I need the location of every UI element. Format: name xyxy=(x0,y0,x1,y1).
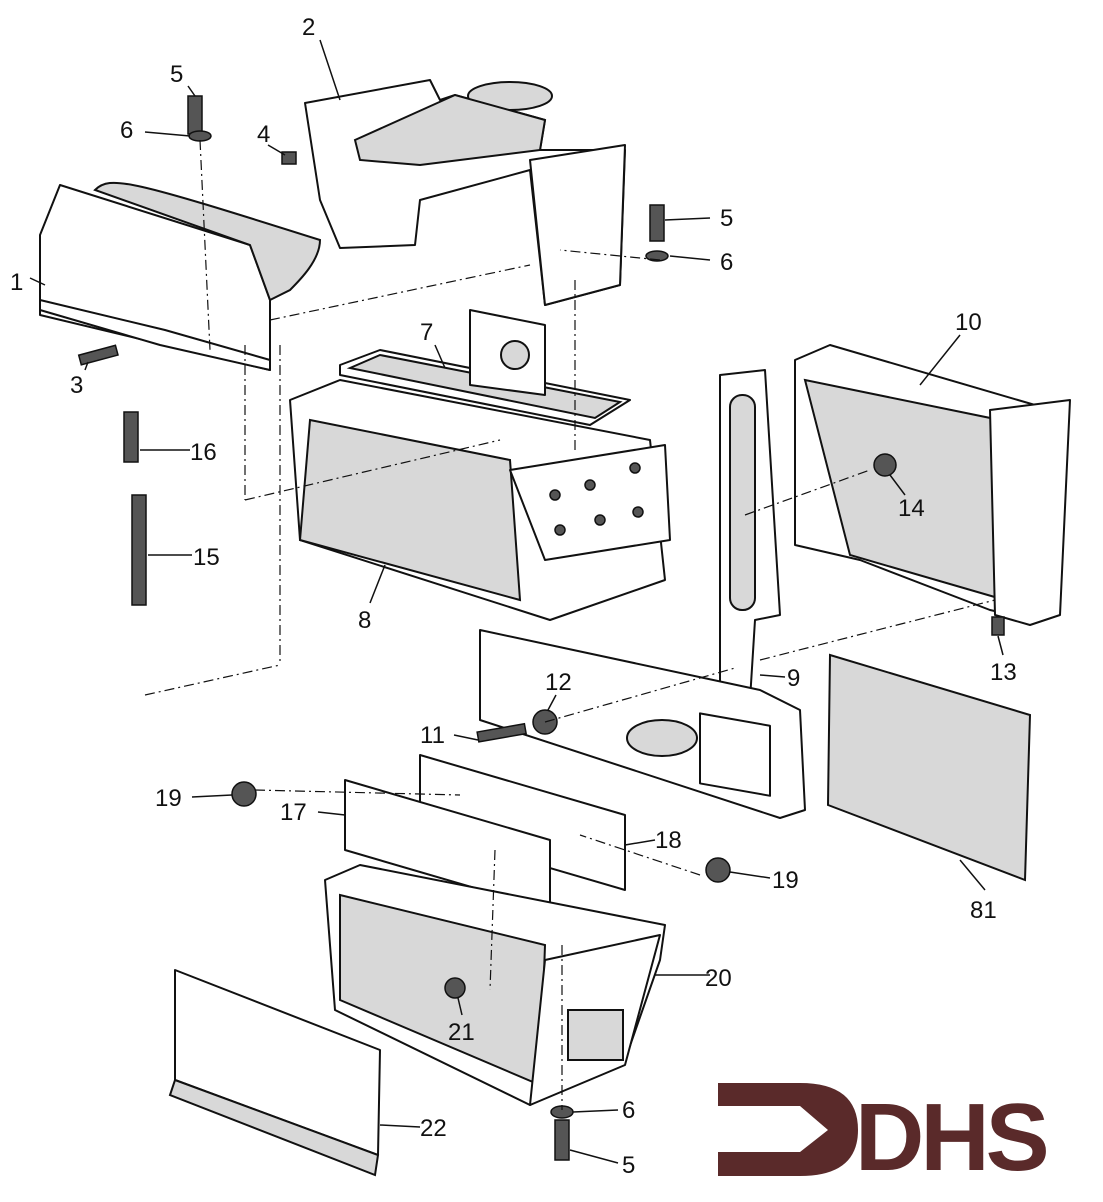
callout-9: 9 xyxy=(787,665,800,692)
callout-19: 19 xyxy=(155,785,182,812)
part-4-nut xyxy=(281,151,297,165)
callout-5: 5 xyxy=(720,205,733,232)
callout-1: 1 xyxy=(10,269,23,296)
callout-6: 6 xyxy=(120,117,133,144)
part-16-sensor xyxy=(123,411,139,463)
part-14-bolt xyxy=(873,453,897,477)
callout-14: 14 xyxy=(898,495,925,522)
part-5-bolt xyxy=(187,95,203,135)
part-10-control-frame xyxy=(794,344,1071,626)
part-5-bolt xyxy=(649,204,665,242)
part-6-washer xyxy=(188,130,212,142)
dhs-logo: DHS xyxy=(718,1083,1051,1191)
part-13-clip xyxy=(991,616,1005,636)
part-21-nut xyxy=(444,977,466,999)
callout-16: 16 xyxy=(190,439,217,466)
callout-2: 2 xyxy=(302,14,315,41)
callout-18: 18 xyxy=(655,827,682,854)
part-1-side-panel xyxy=(39,181,322,371)
part-3-screw xyxy=(77,344,119,366)
part-81-panel xyxy=(826,653,1032,882)
callout-13: 13 xyxy=(990,659,1017,686)
callout-6: 6 xyxy=(720,249,733,276)
callout-4: 4 xyxy=(257,121,270,148)
part-2-flue-hood xyxy=(304,79,626,306)
callout-20: 20 xyxy=(705,965,732,992)
callout-7: 7 xyxy=(420,319,433,346)
callout-19: 19 xyxy=(772,867,799,894)
callout-3: 3 xyxy=(70,372,83,399)
callout-22: 22 xyxy=(420,1115,447,1142)
callout-10: 10 xyxy=(955,309,982,336)
callout-11: 11 xyxy=(420,722,445,749)
callout-5: 5 xyxy=(622,1152,635,1179)
part-6-washer xyxy=(645,250,669,262)
callout-8: 8 xyxy=(358,607,371,634)
callout-6: 6 xyxy=(622,1097,635,1124)
callout-15: 15 xyxy=(193,544,220,571)
part-19-nut xyxy=(231,781,257,807)
callout-81: 81 xyxy=(970,897,997,924)
part-19-nut xyxy=(705,857,731,883)
callout-21: 21 xyxy=(448,1019,475,1046)
callout-5: 5 xyxy=(170,61,183,88)
part-11-screw xyxy=(476,722,528,743)
part-8-heat-exchanger xyxy=(289,309,671,621)
part-15-electrode xyxy=(131,494,147,606)
part-5-bolt xyxy=(554,1119,570,1161)
part-9-front-frame xyxy=(479,369,806,819)
logo-text: DHS xyxy=(855,1084,1047,1191)
callout-17: 17 xyxy=(280,799,307,826)
callout-12: 12 xyxy=(545,669,572,696)
part-20-base-box xyxy=(324,864,666,1106)
